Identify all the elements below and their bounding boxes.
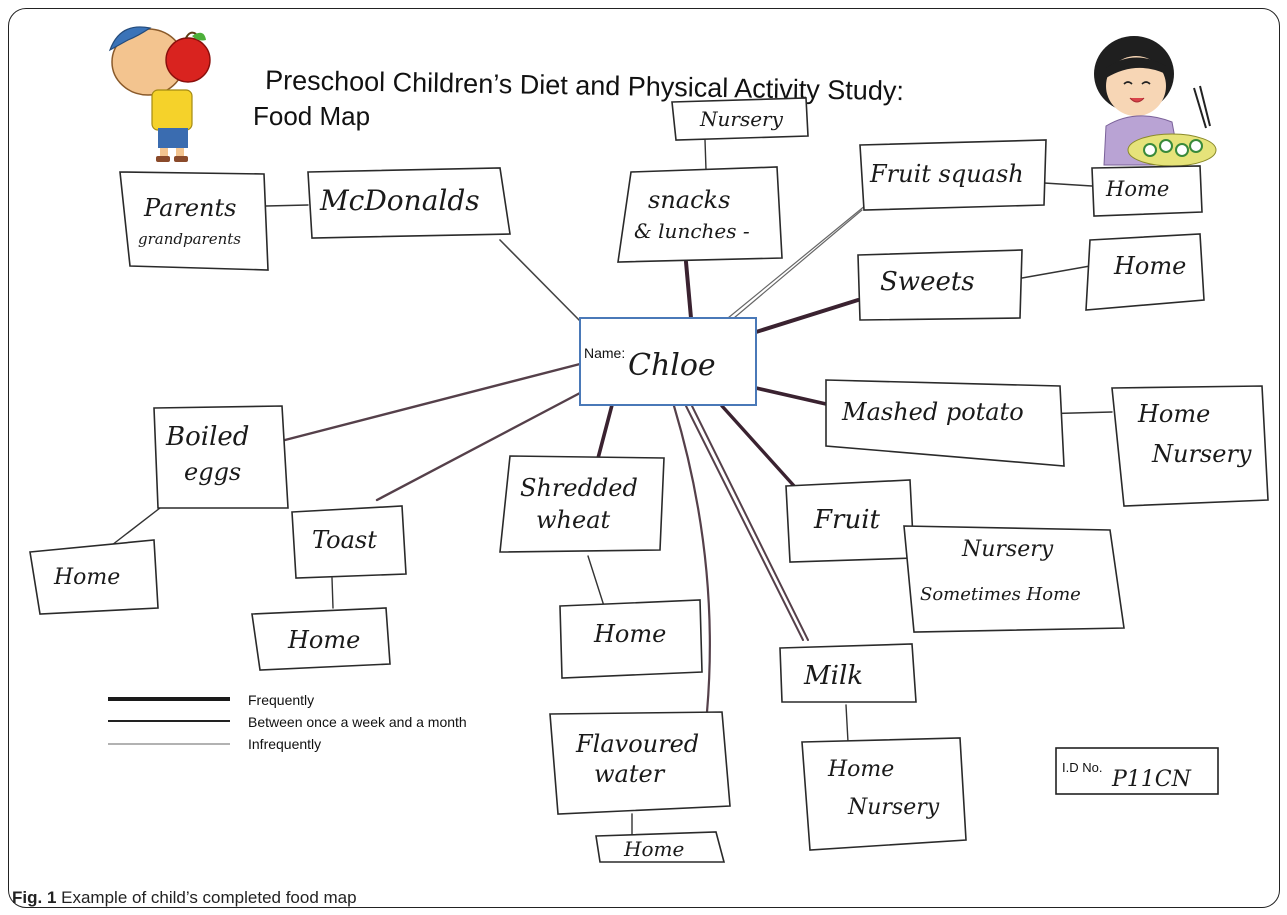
edge-mcdonalds [499, 239, 585, 326]
edge-shredded-place [587, 555, 605, 607]
food-label-flavoured: Flavoured [575, 730, 699, 758]
id-number-label: I.D No. [1062, 760, 1102, 775]
food-node-snacks: snacks & lunches - [617, 166, 783, 263]
food-label-fruit-squash: Fruit squash [869, 160, 1024, 188]
food-label-mcdonalds: McDonalds [319, 184, 480, 217]
place-label-flavoured-water: Home [623, 837, 684, 861]
food-label-shredded-2: wheat [536, 506, 611, 534]
place-label-fruit-squash: Home [1105, 177, 1169, 201]
place-label-toast: Home [287, 626, 360, 654]
place-node-boiled-eggs: Home [29, 539, 159, 615]
food-label-fruit: Fruit [813, 505, 881, 535]
edge-fruit-squash-place [1043, 182, 1093, 187]
food-label-boiled: Boiled [165, 422, 249, 452]
figure-caption-text: Example of child’s completed food map [56, 888, 357, 907]
place-label-snacks: Nursery [699, 107, 784, 131]
legend-label-frequently: Frequently [248, 692, 314, 708]
edge-sweets [754, 298, 860, 334]
place-node-milk: Home Nursery [801, 737, 967, 851]
edge-snacks-place [704, 139, 707, 171]
edge-shredded [595, 403, 614, 464]
place-node-parents: Parents grandparents [119, 171, 269, 271]
edge-mashed [754, 386, 828, 406]
food-label-snacks-2: & lunches - [634, 219, 750, 243]
edge-milk [685, 405, 804, 641]
edge-toast-place [331, 577, 334, 609]
edge-milk-place [845, 704, 849, 743]
edge-fruit [720, 404, 797, 489]
food-label-sweets: Sweets [880, 267, 975, 297]
place-label-mashed-potato-2: Nursery [1151, 440, 1252, 468]
figure-caption: Fig. 1 Example of child’s completed food… [12, 888, 357, 908]
food-label-flavoured-2: water [594, 760, 666, 788]
id-number-value: P11CN [1111, 767, 1192, 792]
place-label-fruit: Nursery [961, 537, 1054, 562]
place-node-fruit: Nursery Sometimes Home [903, 525, 1125, 633]
place-node-sweets: Home [1085, 233, 1205, 311]
place-label-parents: Parents [143, 194, 236, 222]
place-node-snacks: Nursery [671, 97, 809, 141]
center-name-prefix: Name: [584, 345, 625, 361]
edge-snacks [684, 260, 693, 320]
edge-fruit-squash-2 [733, 209, 863, 319]
edge-parents [265, 204, 309, 207]
legend: Frequently Between once a week and a mon… [108, 692, 467, 752]
boy-eating-apple-illustration [108, 26, 211, 162]
title-line-1: Preschool Children’s Diet and Physical A… [265, 65, 904, 106]
center-child-name: Chloe [628, 348, 716, 383]
place-label-milk: Home [827, 757, 894, 782]
edge-boiled-place [111, 507, 161, 546]
food-label-snacks: snacks [648, 186, 730, 214]
food-node-mcdonalds: McDonalds [307, 167, 511, 239]
food-node-boiled-eggs: Boiled eggs [153, 405, 289, 509]
food-node-flavoured-water: Flavoured water [549, 711, 731, 815]
title-line-2: Food Map [253, 101, 370, 131]
place-label-mashed-potato: Home [1137, 400, 1210, 428]
place-label-boiled-eggs: Home [53, 565, 120, 590]
edge-flavoured [672, 404, 711, 714]
food-node-shredded-wheat: Shredded wheat [499, 455, 665, 553]
place-node-fruit-squash: Home [1091, 165, 1203, 217]
place-node-shredded-wheat: Home [559, 599, 703, 679]
food-label-milk: Milk [803, 661, 863, 691]
center-node: Name: Chloe [579, 317, 757, 406]
edge-milk-2 [691, 405, 809, 641]
edge-fruit-squash [727, 204, 867, 319]
food-label-toast: Toast [312, 526, 377, 554]
food-node-mashed-potato: Mashed potato [825, 379, 1065, 467]
edge-toast [375, 391, 582, 502]
place-label-fruit-2: Sometimes Home [920, 584, 1081, 605]
id-number-box: I.D No. P11CN [1055, 747, 1219, 795]
place-node-mashed-potato: Home Nursery [1111, 385, 1269, 507]
legend-label-infrequently: Infrequently [248, 736, 321, 752]
place-label-shredded-wheat: Home [593, 620, 666, 648]
edge-sweets-place [1021, 265, 1091, 279]
food-node-toast: Toast [291, 505, 407, 579]
girl-eating-sushi-illustration [1094, 36, 1217, 167]
food-label-boiled-2: eggs [184, 458, 241, 486]
food-node-milk: Milk [779, 643, 917, 703]
figure-caption-label: Fig. 1 [12, 888, 57, 907]
food-label-mashed-potato: Mashed potato [841, 398, 1024, 426]
edge-boiled [283, 362, 582, 442]
food-node-fruit: Fruit [785, 479, 915, 563]
place-node-flavoured-water: Home [595, 831, 726, 863]
food-node-fruit-squash: Fruit squash [859, 139, 1047, 211]
place-label-sweets: Home [1113, 252, 1186, 280]
legend-label-monthly: Between once a week and a month [248, 714, 467, 730]
place-node-toast: Home [251, 607, 391, 671]
food-node-sweets: Sweets [857, 249, 1023, 321]
food-label-shredded: Shredded [520, 474, 638, 502]
place-label-parents-2: grandparents [138, 230, 241, 248]
place-label-milk-2: Nursery [847, 795, 940, 820]
